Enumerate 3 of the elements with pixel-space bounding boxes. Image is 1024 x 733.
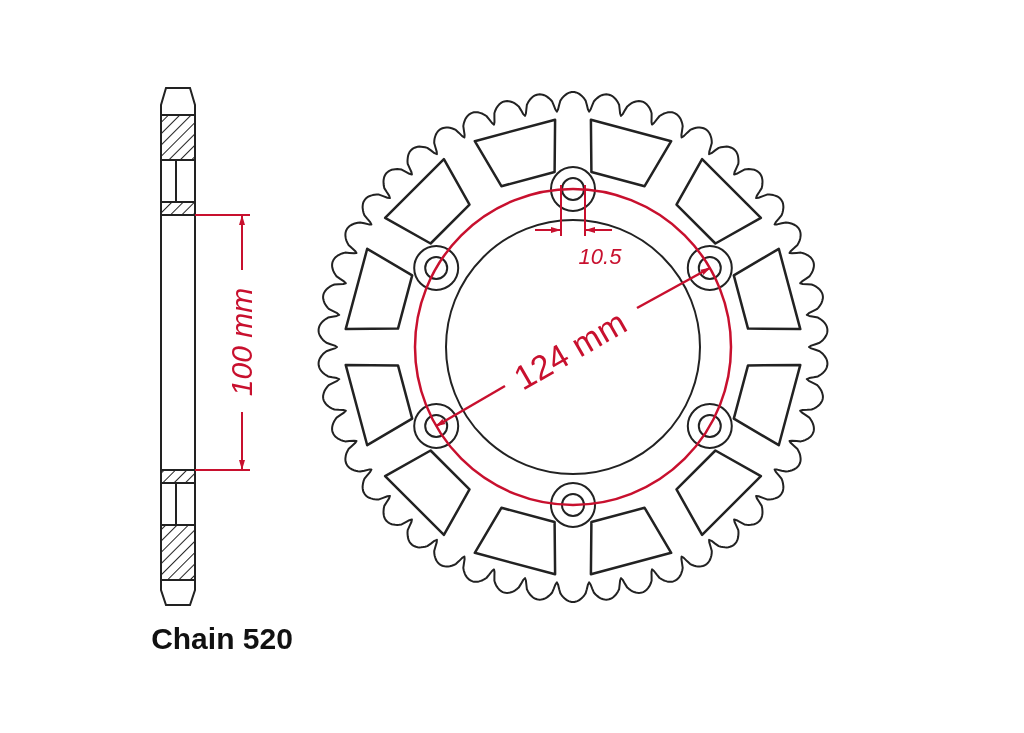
dimension-label: 10.5: [578, 246, 622, 268]
dimension-label: 100 mm: [227, 287, 257, 397]
chain-size-label: Chain 520: [151, 624, 293, 654]
